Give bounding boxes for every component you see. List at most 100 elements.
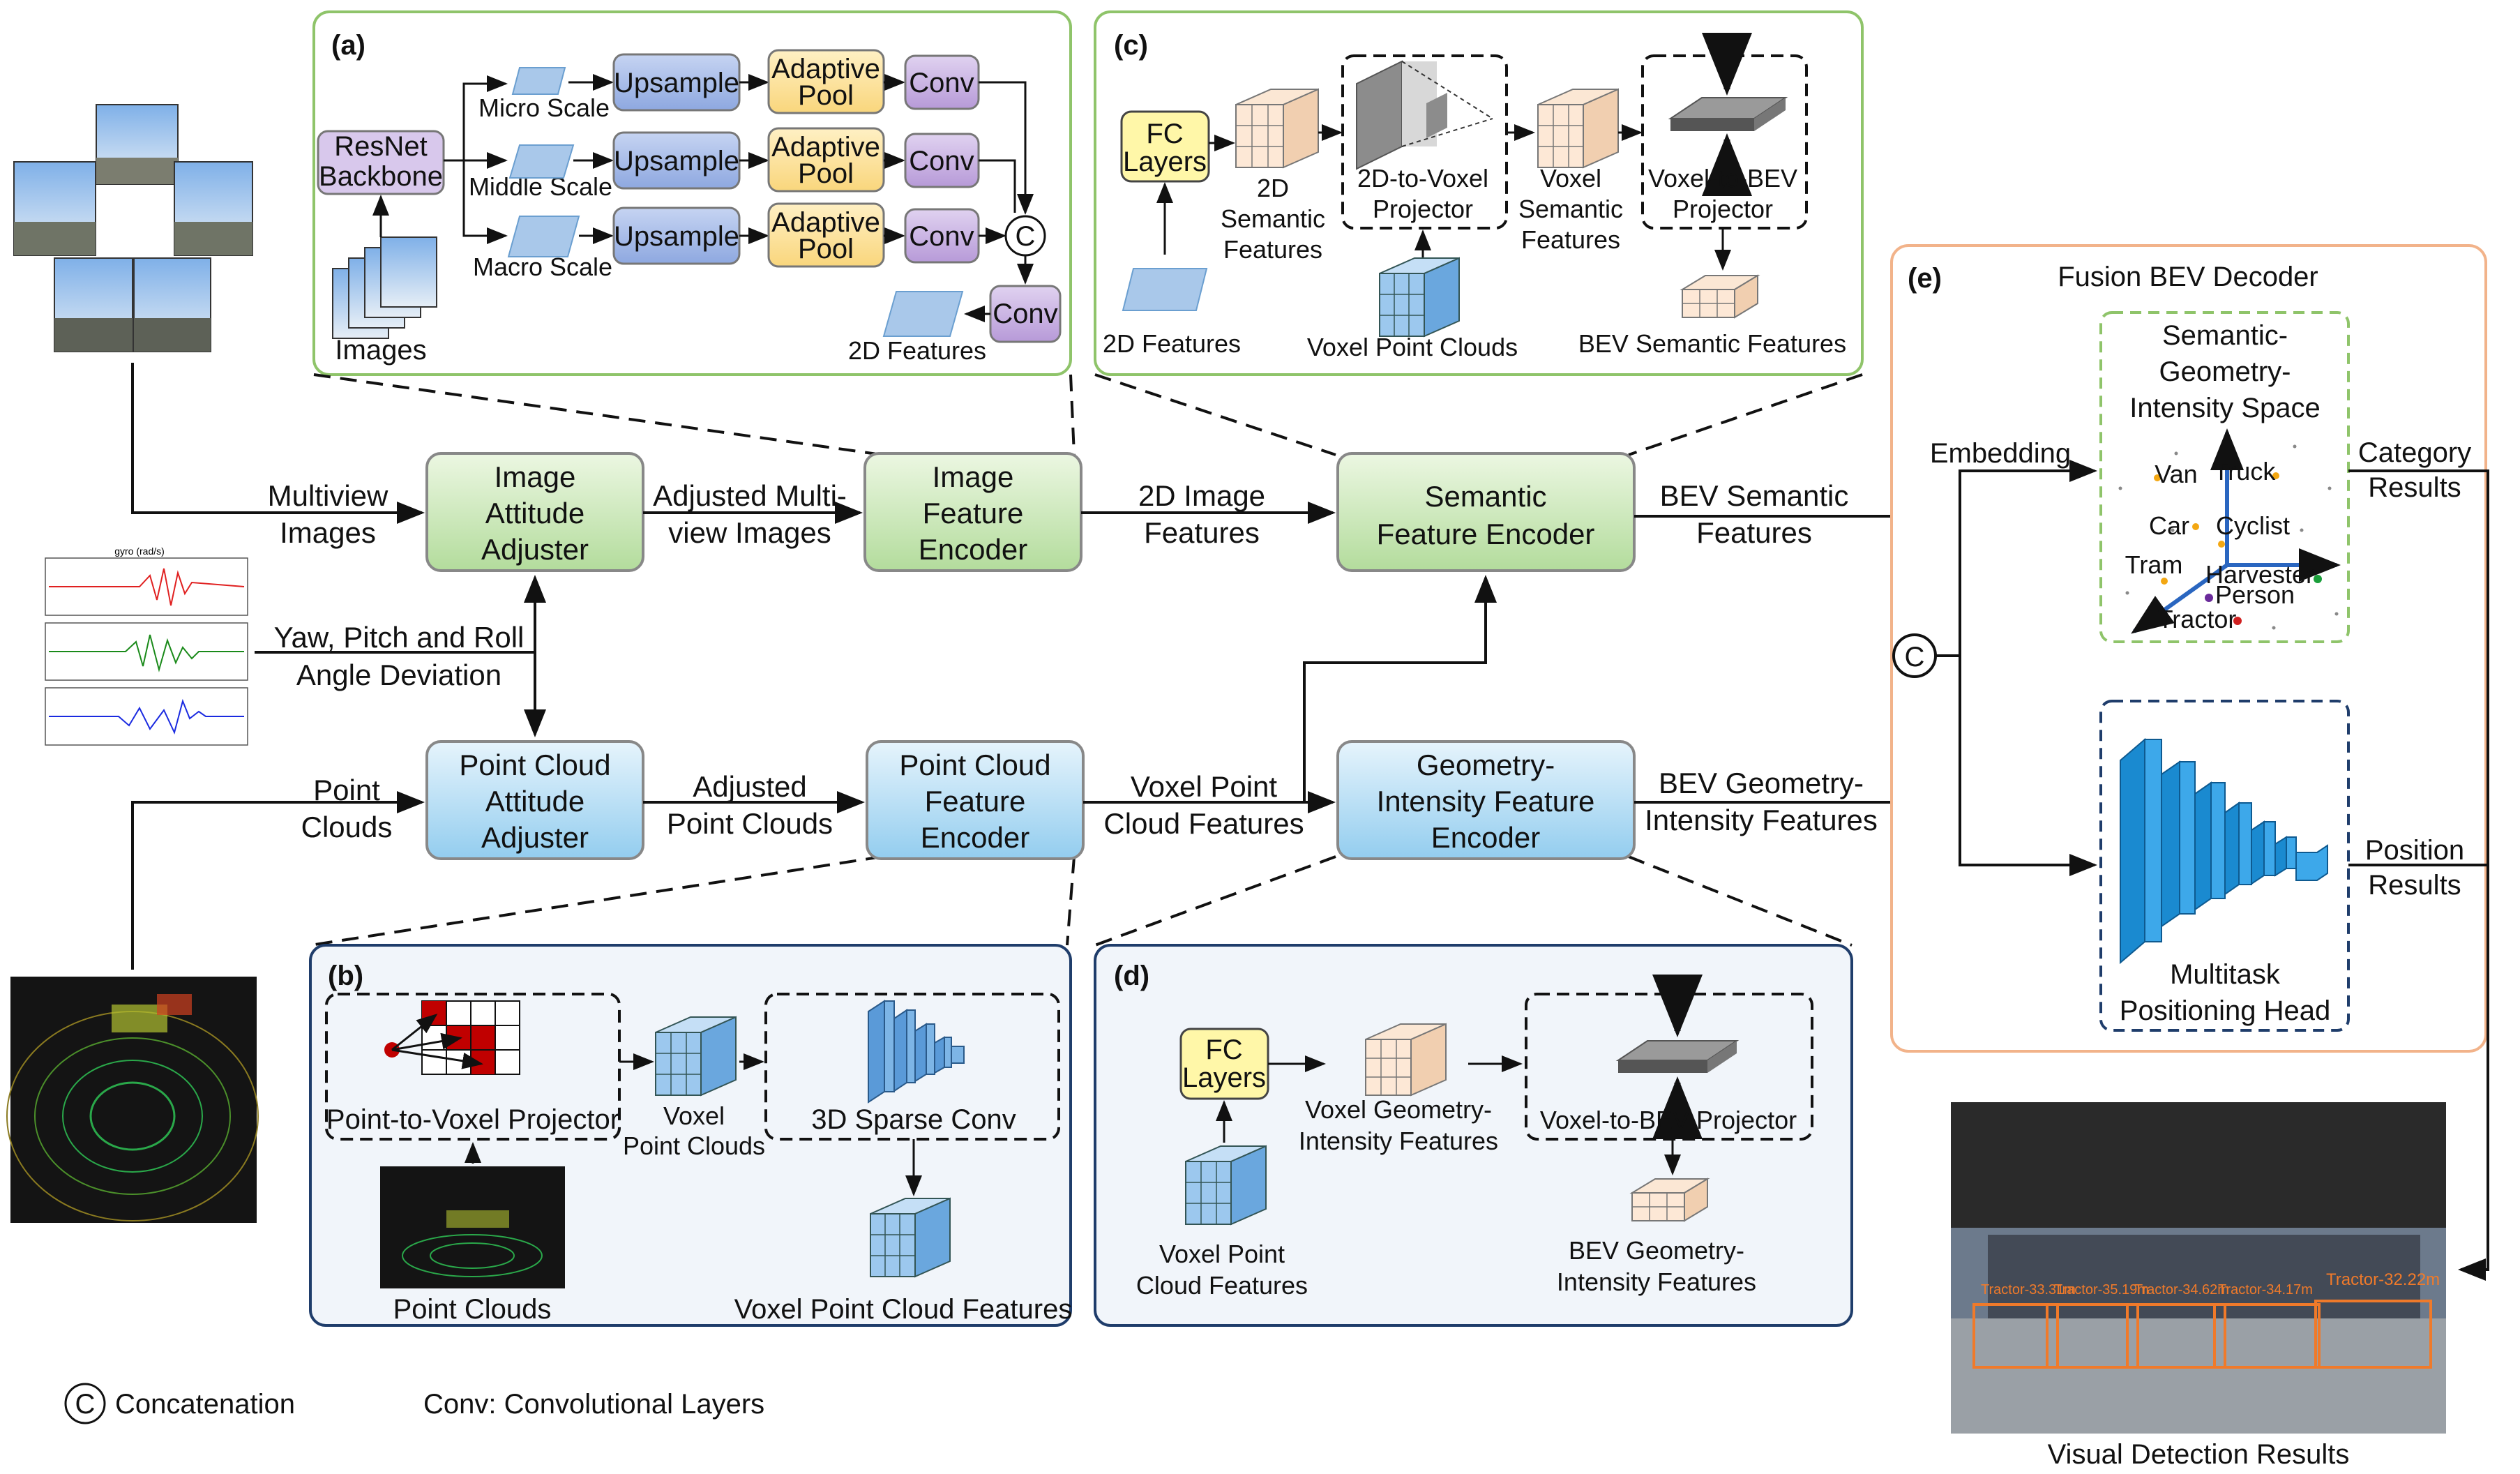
image-attitude-adjuster: Image Attitude Adjuster — [425, 452, 644, 572]
image-feature-line-1: Image — [933, 460, 1014, 493]
fusion-decoder-title: Fusion BEV Decoder — [2058, 262, 2318, 292]
adjusted-pc-label-1: Adjusted — [693, 770, 806, 803]
class-person: Person — [2215, 580, 2295, 609]
upsample-3: Upsample — [614, 221, 739, 252]
point-clouds-label-2: Clouds — [301, 811, 393, 843]
visual-results-caption: Visual Detection Results — [2048, 1439, 2350, 1470]
semantic-encoder-line-2: Feature Encoder — [1377, 518, 1595, 550]
class-tractor: Tractor — [2158, 605, 2237, 633]
lidar-point-cloud-image — [6, 977, 259, 1223]
panel-c-2d-features: 2D Features — [1103, 329, 1241, 358]
legend-concat: Concatenation — [115, 1389, 295, 1420]
bev-geometry-label-1: BEV Geometry- — [1659, 767, 1864, 799]
position-line-2: Results — [2368, 870, 2461, 901]
fc-c-line-2: Layers — [1123, 146, 1207, 177]
voxel-pc-features-label-1: Voxel Point — [1131, 770, 1277, 803]
det-label-2: Tractor-35.19m — [2054, 1282, 2149, 1298]
panel-c: (c) FC Layers 2D Features 2D Semantic Fe… — [1094, 10, 1864, 376]
cube-voxel-point-clouds-c — [1379, 257, 1460, 338]
voxel-pc-features-label-2: Cloud Features — [1103, 807, 1304, 840]
point-clouds-label-1: Point — [313, 774, 380, 806]
embedding-scatter-dots — [2118, 444, 2339, 630]
legend: C Concatenation Conv: Convolutional Laye… — [64, 1383, 764, 1424]
panel-d-tag: (d) — [1114, 961, 1149, 991]
pc-feature-line-1: Point Cloud — [899, 749, 1050, 781]
voxel-to-bev-d-label: Voxel-to-BEV Projector — [1540, 1106, 1797, 1134]
image-features-2d-label-1: 2D Image — [1138, 479, 1265, 512]
pool-1-line-2: Pool — [798, 80, 854, 111]
pc-feature-line-3: Encoder — [921, 821, 1029, 854]
bev-geo-slab — [1629, 1178, 1710, 1222]
panel-b-voxel-line-1: Voxel — [663, 1101, 725, 1130]
panel-b-tag: (b) — [328, 961, 363, 991]
panel-b-point-clouds: Point Clouds — [393, 1294, 552, 1325]
category-line-2: Results — [2368, 472, 2461, 503]
micro-scale-label: Micro Scale — [478, 93, 610, 122]
geo-encoder-line-3: Encoder — [1431, 821, 1540, 854]
adjusted-multiview-label-1: Adjusted Multi- — [653, 479, 847, 512]
voxel-geo-line-2: Intensity Features — [1299, 1127, 1498, 1155]
voxel-semantic-line-3: Features — [1521, 225, 1620, 254]
voxel-grid — [384, 1000, 520, 1075]
image-feature-line-2: Feature — [923, 497, 1024, 529]
semantic-2d-line-2: Semantic — [1221, 204, 1325, 233]
gyro-plots: gyro (rad/s) — [45, 546, 248, 746]
pc-feature-line-2: Feature — [925, 785, 1026, 818]
pc-attitude-line-3: Adjuster — [481, 821, 589, 854]
point-cloud-attitude-adjuster: Point Cloud Attitude Adjuster — [425, 740, 644, 860]
bev-semantic-label-1: BEV Semantic — [1660, 479, 1849, 512]
voxel-semantic-line-2: Semantic — [1518, 195, 1623, 223]
geometry-intensity-feature-encoder: Geometry- Intensity Feature Encoder — [1336, 740, 1636, 860]
panel-a-tag: (a) — [331, 30, 365, 61]
image-attitude-line-1: Image — [495, 460, 576, 493]
pool-2-line-2: Pool — [798, 158, 854, 189]
adjusted-pc-label-2: Point Clouds — [667, 807, 833, 840]
panel-d-voxel-pc-line-1: Voxel Point — [1159, 1240, 1285, 1268]
conv-1: Conv — [909, 68, 974, 98]
multiview-camera-images — [13, 104, 253, 352]
det-label-4: Tractor-34.17m — [2218, 1282, 2313, 1298]
semantic-encoder-line-1: Semantic — [1424, 480, 1546, 513]
det-label-3: Tractor-34.62m — [2134, 1282, 2229, 1298]
sparse-conv-label: 3D Sparse Conv — [811, 1104, 1016, 1135]
fc-d-line-2: Layers — [1182, 1062, 1266, 1093]
legend-concat-symbol: C — [75, 1389, 96, 1420]
image-attitude-line-2: Attitude — [485, 497, 584, 529]
geo-encoder-line-1: Geometry- — [1417, 749, 1555, 781]
semantic-2d-line-1: 2D — [1257, 174, 1289, 202]
bev-geometry-label-2: Intensity Features — [1645, 804, 1878, 836]
class-car: Car — [2149, 511, 2189, 540]
panel-d-voxel-pc-line-2: Cloud Features — [1136, 1271, 1308, 1300]
space-line-3: Intensity Space — [2129, 393, 2321, 423]
resnet-label-1: ResNet — [334, 131, 427, 162]
p2v-projector-label: Point-to-Voxel Projector — [326, 1104, 619, 1135]
conv-final: Conv — [993, 299, 1057, 329]
pool-2-line-1: Adaptive — [771, 132, 880, 163]
class-cyclist: Cyclist — [2216, 511, 2290, 540]
space-line-2: Geometry- — [2159, 356, 2291, 387]
det-label-5: Tractor-32.22m — [2326, 1270, 2440, 1289]
concat-e-symbol: C — [1905, 642, 1925, 672]
pool-1-line-1: Adaptive — [771, 54, 880, 84]
head-line-1: Multitask — [2170, 959, 2281, 990]
sparse-conv-blocks — [868, 1000, 965, 1104]
gyro-title: gyro (rad/s) — [114, 546, 165, 557]
cube-voxel-pc-features — [870, 1197, 951, 1278]
image-feature-line-3: Encoder — [919, 533, 1027, 566]
pc-attitude-line-1: Point Cloud — [459, 749, 610, 781]
conv-2: Conv — [909, 146, 974, 176]
conv-3: Conv — [909, 221, 974, 252]
dashed-connectors — [310, 373, 1863, 947]
panel-e-tag: (e) — [1908, 263, 1942, 294]
panel-e: (e) Fusion BEV Decoder C Embedding Seman… — [1890, 244, 2487, 1053]
class-van: Van — [2155, 460, 2197, 488]
semantic-feature-encoder: Semantic Feature Encoder — [1336, 452, 1636, 572]
space-line-1: Semantic- — [2162, 320, 2288, 351]
position-line-1: Position — [2365, 835, 2464, 866]
legend-conv: Conv: Convolutional Layers — [423, 1389, 764, 1420]
cube-voxel-geo — [1365, 1023, 1447, 1097]
multiview-label-2: Images — [280, 516, 376, 549]
class-tram: Tram — [2125, 550, 2183, 579]
image-feature-encoder: Image Feature Encoder — [863, 452, 1082, 572]
